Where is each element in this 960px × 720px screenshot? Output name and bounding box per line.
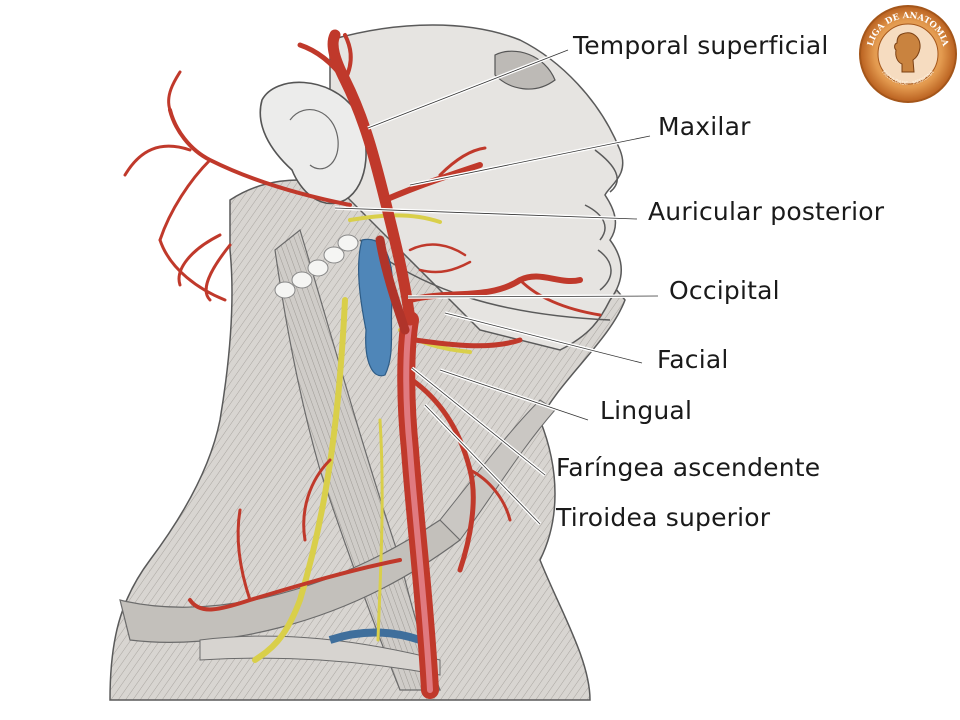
label-temporal-superficial: Temporal superficial: [573, 31, 829, 60]
label-occipital: Occipital: [669, 276, 780, 305]
label-facial: Facial: [657, 345, 729, 374]
liga-anatomia-logo: LIGA DE ANATOMIA FACULDADE · MEDICINA: [859, 5, 957, 103]
label-auricular-posterior: Auricular posterior: [648, 197, 885, 226]
label-lingual: Lingual: [600, 396, 693, 425]
label-faringea-ascendente: Faríngea ascendente: [556, 453, 821, 482]
label-maxilar: Maxilar: [658, 112, 751, 141]
arteries: [123, 29, 602, 699]
label-tiroidea-superior: Tiroidea superior: [556, 503, 771, 532]
head-neck-outline: [109, 24, 626, 701]
